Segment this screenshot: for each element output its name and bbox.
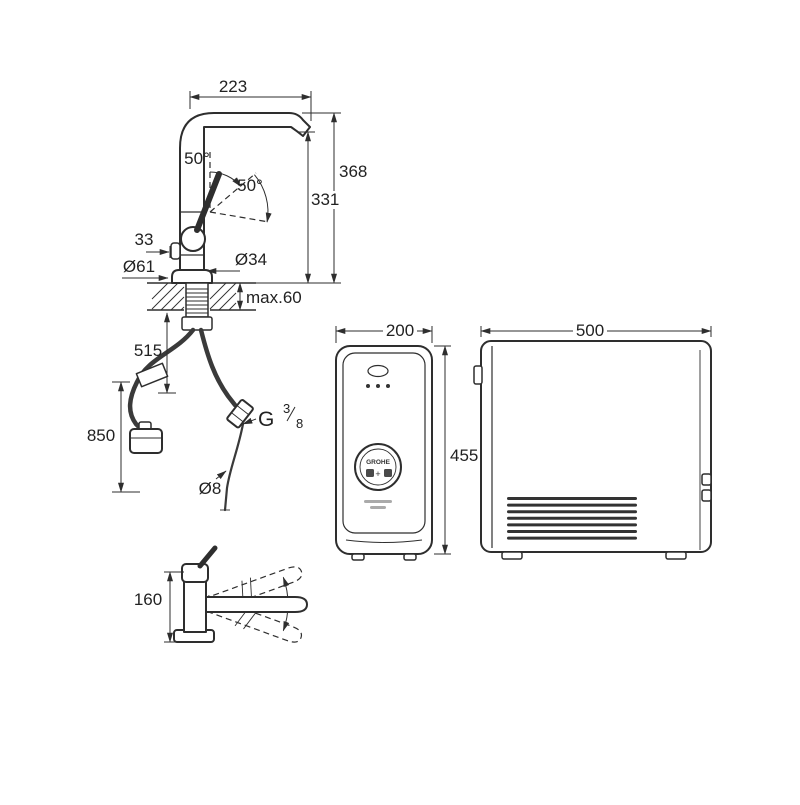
dim-angle-upper: 50° — [184, 149, 210, 168]
dim-thread-letter: G — [258, 408, 274, 431]
logo-wordmark: GROHE — [366, 459, 391, 466]
cartridge-cap — [180, 226, 206, 252]
vent-grille — [507, 497, 637, 540]
side-spout — [205, 596, 308, 613]
dim-cooler-depth: 500 — [576, 321, 604, 340]
dimension-cooler-depth: 500 — [480, 321, 712, 340]
side-knob — [170, 242, 181, 260]
logo-plus-sign: + — [375, 469, 380, 479]
side-head — [181, 563, 209, 583]
hose-connector — [129, 421, 163, 454]
dim-thread-numerator: 3 — [283, 401, 290, 416]
cable-clip — [701, 473, 712, 502]
dim-hose-diameter: Ø8 — [199, 479, 222, 498]
cooler-front-face — [342, 352, 426, 534]
faucet-body-outline — [179, 112, 311, 284]
cooler-side-view: 500 — [473, 321, 712, 560]
mounting-shank — [181, 282, 213, 331]
dim-body-diameter: Ø34 — [235, 250, 267, 269]
side-body — [183, 579, 207, 633]
dim-thread-denominator: 8 — [296, 416, 303, 431]
side-lever — [197, 545, 218, 569]
led-window — [367, 364, 389, 378]
dim-base-diameter: Ø61 — [123, 257, 155, 276]
dim-cooler-width: 200 — [386, 321, 414, 340]
hose-left — [127, 327, 196, 432]
hose-right — [198, 327, 238, 408]
dim-hose-length-2: 850 — [87, 426, 115, 445]
dim-hose-length-1: 515 — [134, 341, 162, 360]
dimension-cooler-width: 200 — [335, 321, 433, 343]
angle-reference-lines — [209, 152, 272, 223]
dimension-lines-faucet — [112, 91, 341, 493]
mounting-nut — [181, 316, 213, 331]
dim-deck-thickness: max.60 — [246, 288, 302, 307]
cooler-side-outline — [480, 340, 712, 553]
dim-cooler-height: 455 — [450, 446, 478, 465]
dim-spout-reach: 223 — [219, 77, 247, 96]
cooler-side-feet — [501, 551, 687, 560]
cooler-front-feet — [351, 553, 417, 561]
dim-height-total: 368 — [339, 162, 367, 181]
wall-bracket — [473, 365, 483, 385]
dim-angle-lower: 50° — [237, 176, 263, 195]
dim-handle-offset: 33 — [135, 230, 154, 249]
hatching-right — [209, 282, 237, 311]
supply-hoses — [127, 327, 245, 512]
dimension-labels-faucet: 223 50° 50° 368 331 33 Ø61 Ø34 max.60 51… — [87, 77, 368, 498]
faucet-front-view: 223 50° 50° 368 331 33 Ø61 Ø34 max.60 51… — [87, 77, 368, 512]
hose-small — [223, 422, 245, 512]
dimension-swivel-height: 160 — [134, 571, 184, 643]
cooler-front-view: GROHE + 200 455 — [335, 321, 478, 561]
base-flange — [171, 269, 213, 284]
dim-spout-height: 160 — [134, 590, 162, 609]
hatching-left — [151, 282, 185, 311]
hose-tag — [135, 362, 169, 388]
dim-height-outlet: 331 — [311, 190, 339, 209]
grohe-blue-logo: GROHE + — [354, 443, 402, 491]
status-dots — [366, 384, 390, 388]
cooler-front-bottom-seam — [345, 539, 423, 543]
fine-print — [364, 500, 392, 509]
faucet-side-view: 160 — [134, 545, 308, 643]
lever-handle — [194, 171, 222, 233]
dimension-cooler-height: 455 — [434, 345, 478, 555]
check-valve — [226, 399, 254, 429]
